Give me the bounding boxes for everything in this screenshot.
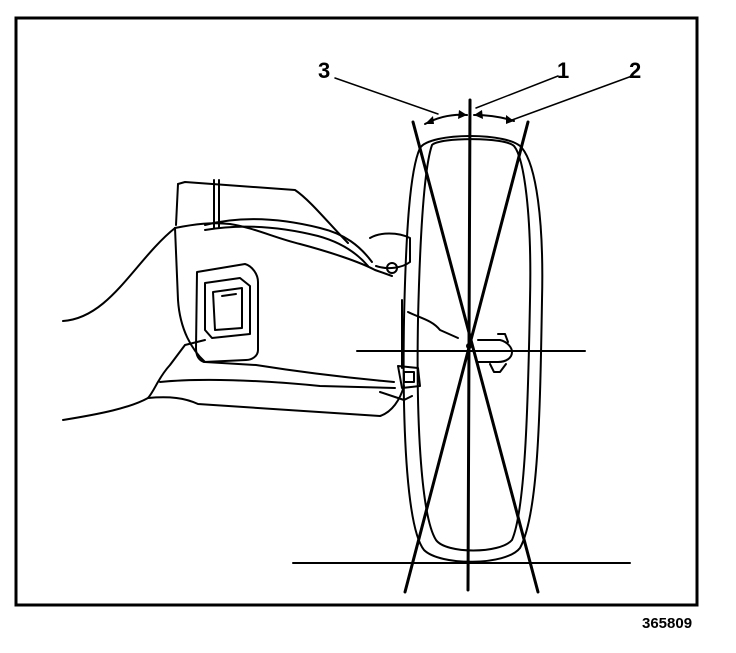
camber-line-3 <box>411 120 540 594</box>
callout-label-1: 1 <box>557 58 569 83</box>
angle-arcs <box>424 110 515 125</box>
suspension-assembly <box>62 179 459 421</box>
diagram-frame <box>14 16 699 607</box>
callout-leaders <box>334 75 633 121</box>
tilted-centerline <box>403 120 530 594</box>
callout-label-3: 3 <box>318 58 330 83</box>
pivot-point <box>466 343 472 349</box>
reference-lines <box>292 98 631 594</box>
callout-label-2: 2 <box>629 58 641 83</box>
figure-id: 365809 <box>642 615 692 632</box>
